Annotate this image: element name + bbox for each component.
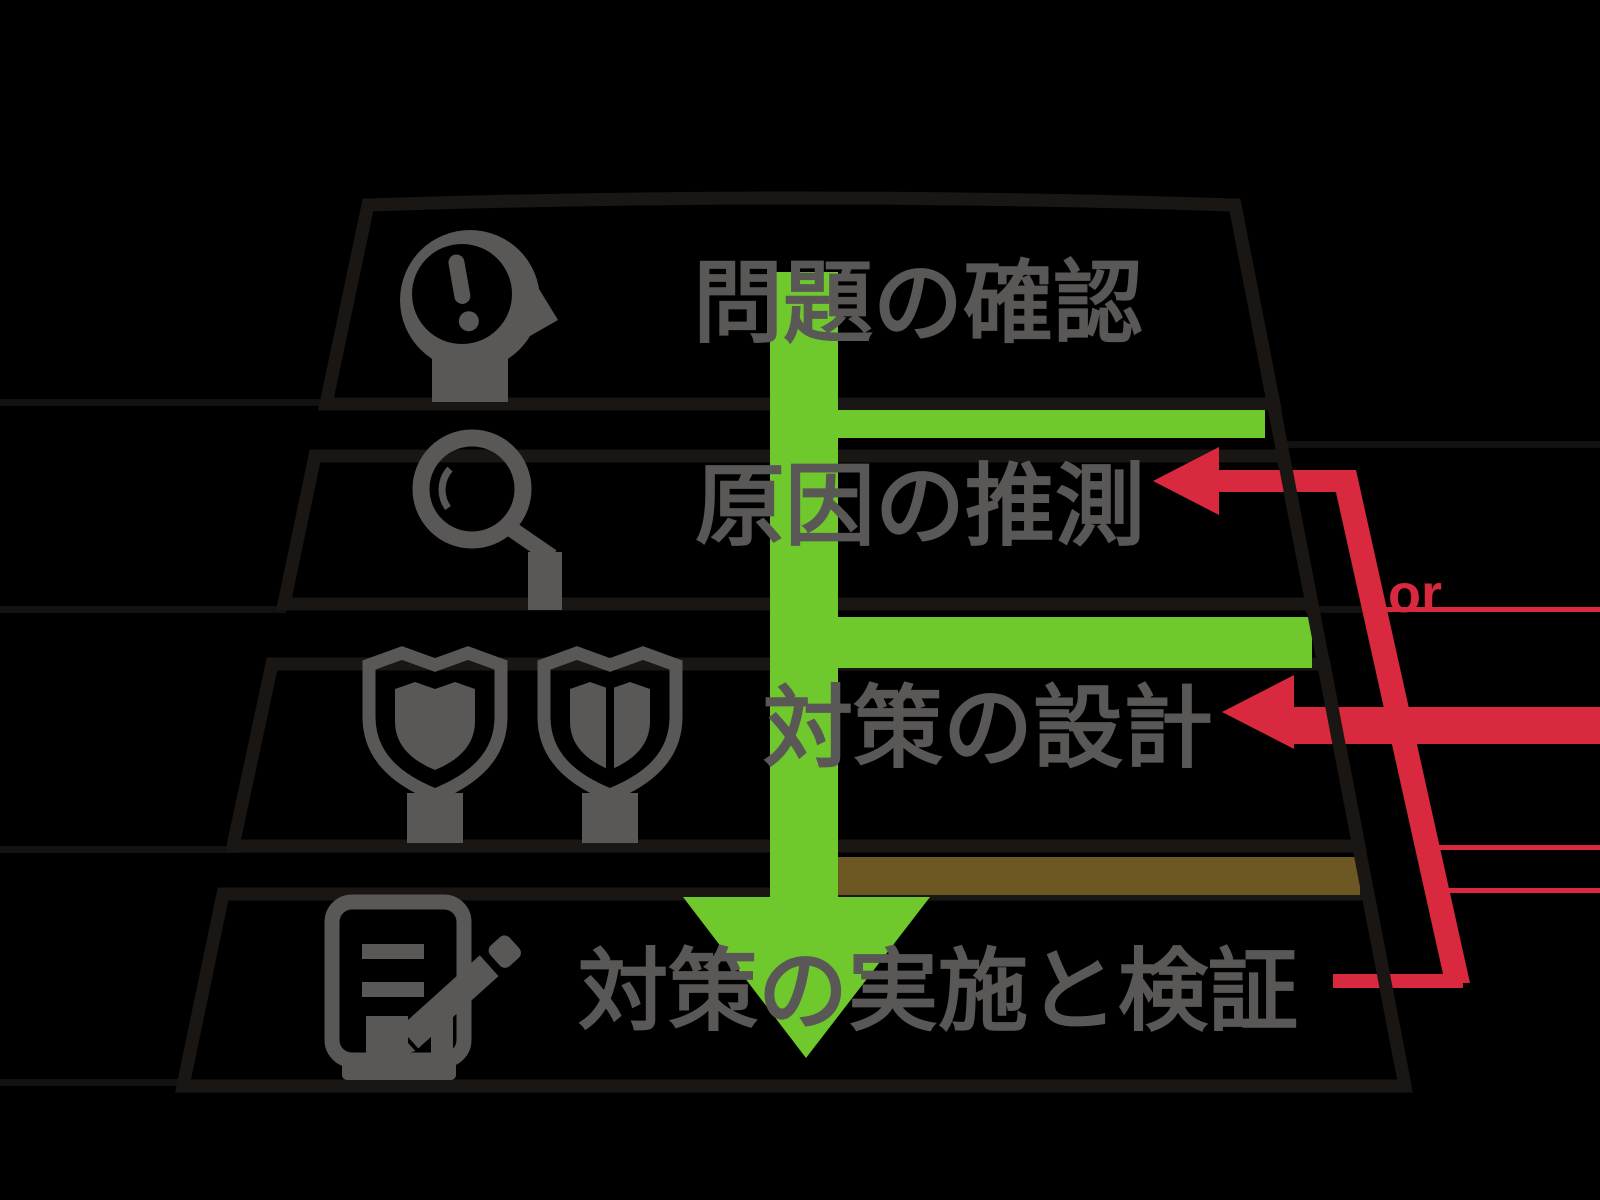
down-arrow-branch-2: [770, 617, 1312, 668]
shield-icon-left: [362, 646, 508, 843]
divider-line-left-4: [0, 1079, 185, 1086]
down-arrow-branch-1: [770, 410, 1265, 438]
magnifier-glare: [438, 466, 453, 511]
magnifier-icon: [412, 429, 562, 610]
pencil-eraser: [488, 935, 521, 968]
head-alert-icon: [400, 230, 558, 402]
shield-outline: [362, 646, 508, 803]
step-label-3: 対策の設計: [763, 679, 1213, 779]
shield-pair-icon: [362, 646, 683, 843]
red-thin-line-2: [1427, 845, 1600, 850]
or-label: or: [1388, 564, 1442, 624]
head-nose: [530, 284, 558, 336]
down-arrow-head: [683, 897, 930, 1058]
red-thin-line-3: [1430, 888, 1600, 893]
shield-icon-right: [537, 646, 683, 843]
step-label-2: 原因の推測: [695, 457, 1145, 557]
feedback-start-dash: [1333, 974, 1463, 988]
magnifier-handle: [502, 519, 557, 564]
shield-outline: [537, 646, 683, 803]
funnel-right-edge: [1228, 203, 1412, 1088]
green-down-arrow: [683, 272, 1312, 1058]
feedback-arrow-to-cause-head: [1153, 447, 1219, 515]
red-thin-line-1: [1385, 607, 1600, 612]
shield-streak: [582, 793, 638, 843]
divider-line-left-1: [0, 399, 322, 406]
feedback-arrow-to-cause-shaft: [1216, 470, 1346, 492]
magnifier-handle-streak: [528, 552, 562, 610]
notepad-line-2: [362, 982, 424, 997]
exclamation-bar: [448, 254, 471, 304]
shield-streak: [407, 793, 463, 843]
shield-divider: [606, 682, 614, 770]
shield-core: [395, 682, 475, 770]
step-label-4: 対策の実施と検証: [578, 942, 1298, 1042]
pencil-body: [399, 955, 499, 1049]
feedback-arrows: [1153, 447, 1600, 988]
notepad-line-1: [362, 944, 424, 959]
pencil-icon: [383, 935, 521, 1061]
pencil-tip: [383, 1030, 416, 1061]
divider-line-left-2: [0, 606, 286, 613]
down-arrow-stem: [770, 272, 838, 902]
magnifier-lens: [412, 429, 532, 549]
feedback-arrow-to-design-head: [1222, 675, 1294, 749]
divider-line-right-1: [1277, 441, 1600, 448]
brown-bar: [838, 857, 1360, 895]
notepad-pencil-icon: [324, 894, 521, 1080]
notepad-base: [342, 1058, 456, 1080]
divider-line-right-2: [1306, 606, 1366, 613]
exclamation-dot: [458, 311, 479, 332]
divider-line-left-3: [0, 846, 240, 853]
step-label-1: 問題の確認: [693, 254, 1143, 354]
divider-extension-lines: [0, 399, 1600, 1086]
exclamation-icon: [448, 254, 479, 332]
